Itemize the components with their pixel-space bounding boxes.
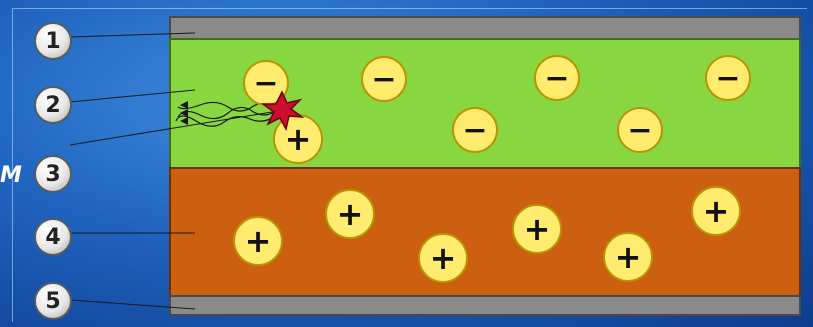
svg-text:+: + bbox=[285, 120, 312, 158]
bottom-electrode bbox=[170, 296, 800, 315]
top-electrode bbox=[170, 17, 800, 39]
negative-particle: − bbox=[362, 57, 406, 101]
svg-text:−: − bbox=[371, 62, 396, 97]
svg-text:+: + bbox=[615, 238, 642, 276]
positive-particle: + bbox=[234, 217, 282, 265]
svg-text:+: + bbox=[245, 222, 272, 260]
svg-text:−: − bbox=[253, 66, 278, 101]
positive-particle: + bbox=[326, 190, 374, 238]
svg-text:−: − bbox=[715, 61, 740, 96]
svg-text:−: − bbox=[462, 113, 487, 148]
negative-particle: − bbox=[618, 108, 662, 152]
positive-particle: + bbox=[692, 187, 740, 235]
positive-particle: + bbox=[513, 205, 561, 253]
svg-text:−: − bbox=[627, 113, 652, 148]
label-2: 2 bbox=[34, 86, 72, 124]
positive-particle: + bbox=[604, 233, 652, 281]
label-1: 1 bbox=[34, 22, 72, 60]
positive-particle: + bbox=[419, 234, 467, 282]
svg-text:+: + bbox=[703, 192, 730, 230]
label-5: 5 bbox=[34, 282, 72, 320]
negative-particle: − bbox=[453, 108, 497, 152]
label-3: 3 bbox=[34, 155, 72, 193]
svg-text:−: − bbox=[544, 61, 569, 96]
svg-text:+: + bbox=[337, 195, 364, 233]
svg-text:+: + bbox=[524, 210, 551, 248]
label-4: 4 bbox=[34, 218, 72, 256]
svg-text:+: + bbox=[430, 239, 457, 277]
positive-particle: + bbox=[274, 115, 322, 163]
negative-particle: − bbox=[535, 56, 579, 100]
negative-particle: − bbox=[706, 56, 750, 100]
